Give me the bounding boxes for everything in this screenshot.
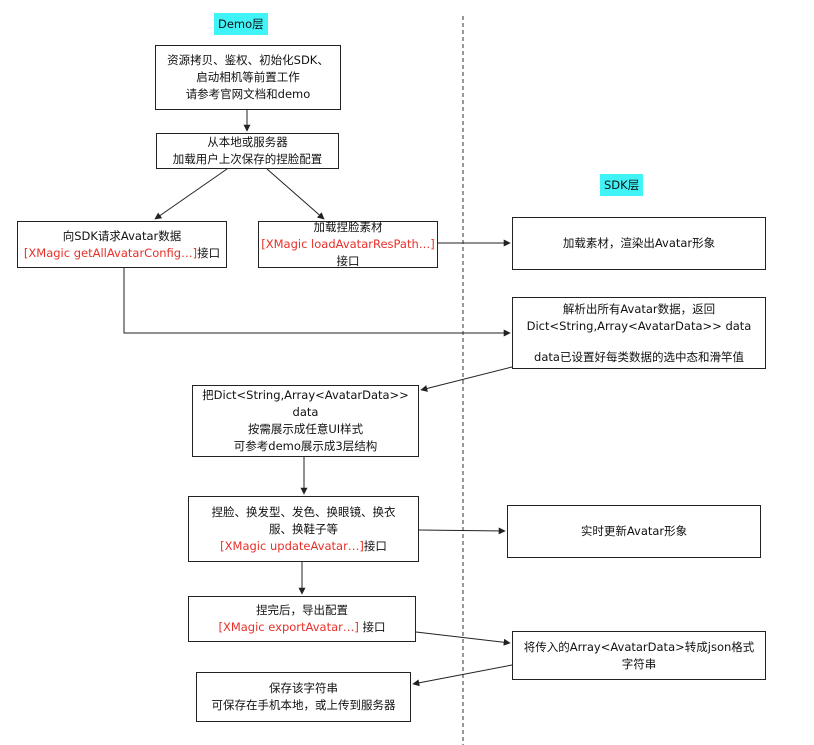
sdk-json-box: 将传入的Array<AvatarData>转成json格式 字符串 [512,631,766,680]
edit-line-3: [XMagic updateAvatar…]接口 [220,538,387,555]
edit-avatar-box: 捏脸、换发型、发色、换眼镜、换衣 服、换鞋子等 [XMagic updateAv… [188,496,419,562]
sdk-parse-line-1: 解析出所有Avatar数据，返回 [562,301,716,316]
show-ui-line-3: 按需展示成任意UI样式 [247,422,364,436]
load-res-box: 加载捏脸素材 [XMagic loadAvatarResPath…] 接口 [258,220,438,268]
export-line-2: [XMagic exportAvatar…] 接口 [218,619,385,636]
show-ui-line-2: data [292,405,319,419]
sdk-layer-label: SDK层 [600,174,644,196]
load-res-api-name: [XMagic loadAvatarResPath…] [261,237,435,251]
arrow-export-to-sdk [415,631,511,646]
export-line-1: 捏完后，导出配置 [256,603,348,617]
request-line-2: [XMagic getAllAvatarConfig…]接口 [24,245,220,262]
arrow-edit-to-sdk [418,527,506,535]
init-line-1: 资源拷贝、鉴权、初始化SDK、 [167,53,329,67]
export-box: 捏完后，导出配置 [XMagic exportAvatar…] 接口 [188,596,416,642]
arrow-sdk-to-save [412,664,513,687]
edit-line-1: 捏脸、换发型、发色、换眼镜、换衣 [211,504,396,519]
load-config-line-2: 加载用户上次保存的捏脸配置 [172,152,323,166]
sdk-update-text: 实时更新Avatar形象 [580,524,688,538]
load-res-line-3: 接口 [336,254,360,268]
sdk-update-box: 实时更新Avatar形象 [507,505,761,558]
arrow-load-to-loadres [266,168,325,220]
show-ui-line-1: 把Dict<String,Array<AvatarData>> [202,388,409,402]
load-config-line-1: 从本地或服务器 [207,135,288,149]
show-ui-line-4: 可参考demo展示成3层结构 [233,439,378,453]
export-api-suffix: 接口 [358,620,386,634]
sdk-parse-line-2: Dict<String,Array<AvatarData>> data [526,318,752,333]
sdk-json-line-1: 将传入的Array<AvatarData>转成json格式 [523,639,755,654]
request-avatar-box: 向SDK请求Avatar数据 [XMagic getAllAvatarConfi… [17,221,227,268]
save-line-2: 可保存在手机本地，或上传到服务器 [211,698,396,712]
arrow-load-to-request [154,168,228,220]
arrow-request-to-sdk [123,268,511,337]
load-config-box: 从本地或服务器 加载用户上次保存的捏脸配置 [156,133,339,169]
init-line-2: 启动相机等前置工作 [196,70,300,84]
demo-layer-label: Demo层 [214,13,268,35]
export-api-name: [XMagic exportAvatar…] [218,620,359,634]
init-box: 资源拷贝、鉴权、初始化SDK、 启动相机等前置工作 请参考官网文档和demo [155,45,341,110]
init-line-3: 请参考官网文档和demo [185,87,311,101]
arrow-sdk-to-showui [420,366,513,392]
edit-api-name: [XMagic updateAvatar…] [220,538,364,553]
load-res-line-1: 加载捏脸素材 [313,220,383,234]
request-api-suffix: 接口 [197,245,221,260]
request-line-1: 向SDK请求Avatar数据 [62,228,182,243]
request-api-name: [XMagic getAllAvatarConfig…] [23,245,198,260]
sdk-parse-line-4: data已设置好每类数据的选中态和滑竿值 [534,349,744,364]
save-box: 保存该字符串 可保存在手机本地，或上传到服务器 [196,672,411,722]
sdk-load-box: 加载素材，渲染出Avatar形象 [512,217,766,270]
sdk-load-text: 加载素材，渲染出Avatar形象 [562,236,716,250]
edit-line-2: 服、换鞋子等 [269,521,338,536]
show-ui-box: 把Dict<String,Array<AvatarData>> data 按需展… [192,385,419,457]
save-line-1: 保存该字符串 [269,681,338,695]
sdk-json-line-2: 字符串 [621,656,657,671]
sdk-parse-box: 解析出所有Avatar数据，返回 Dict<String,Array<Avata… [512,297,766,369]
edit-api-suffix: 接口 [363,538,387,553]
